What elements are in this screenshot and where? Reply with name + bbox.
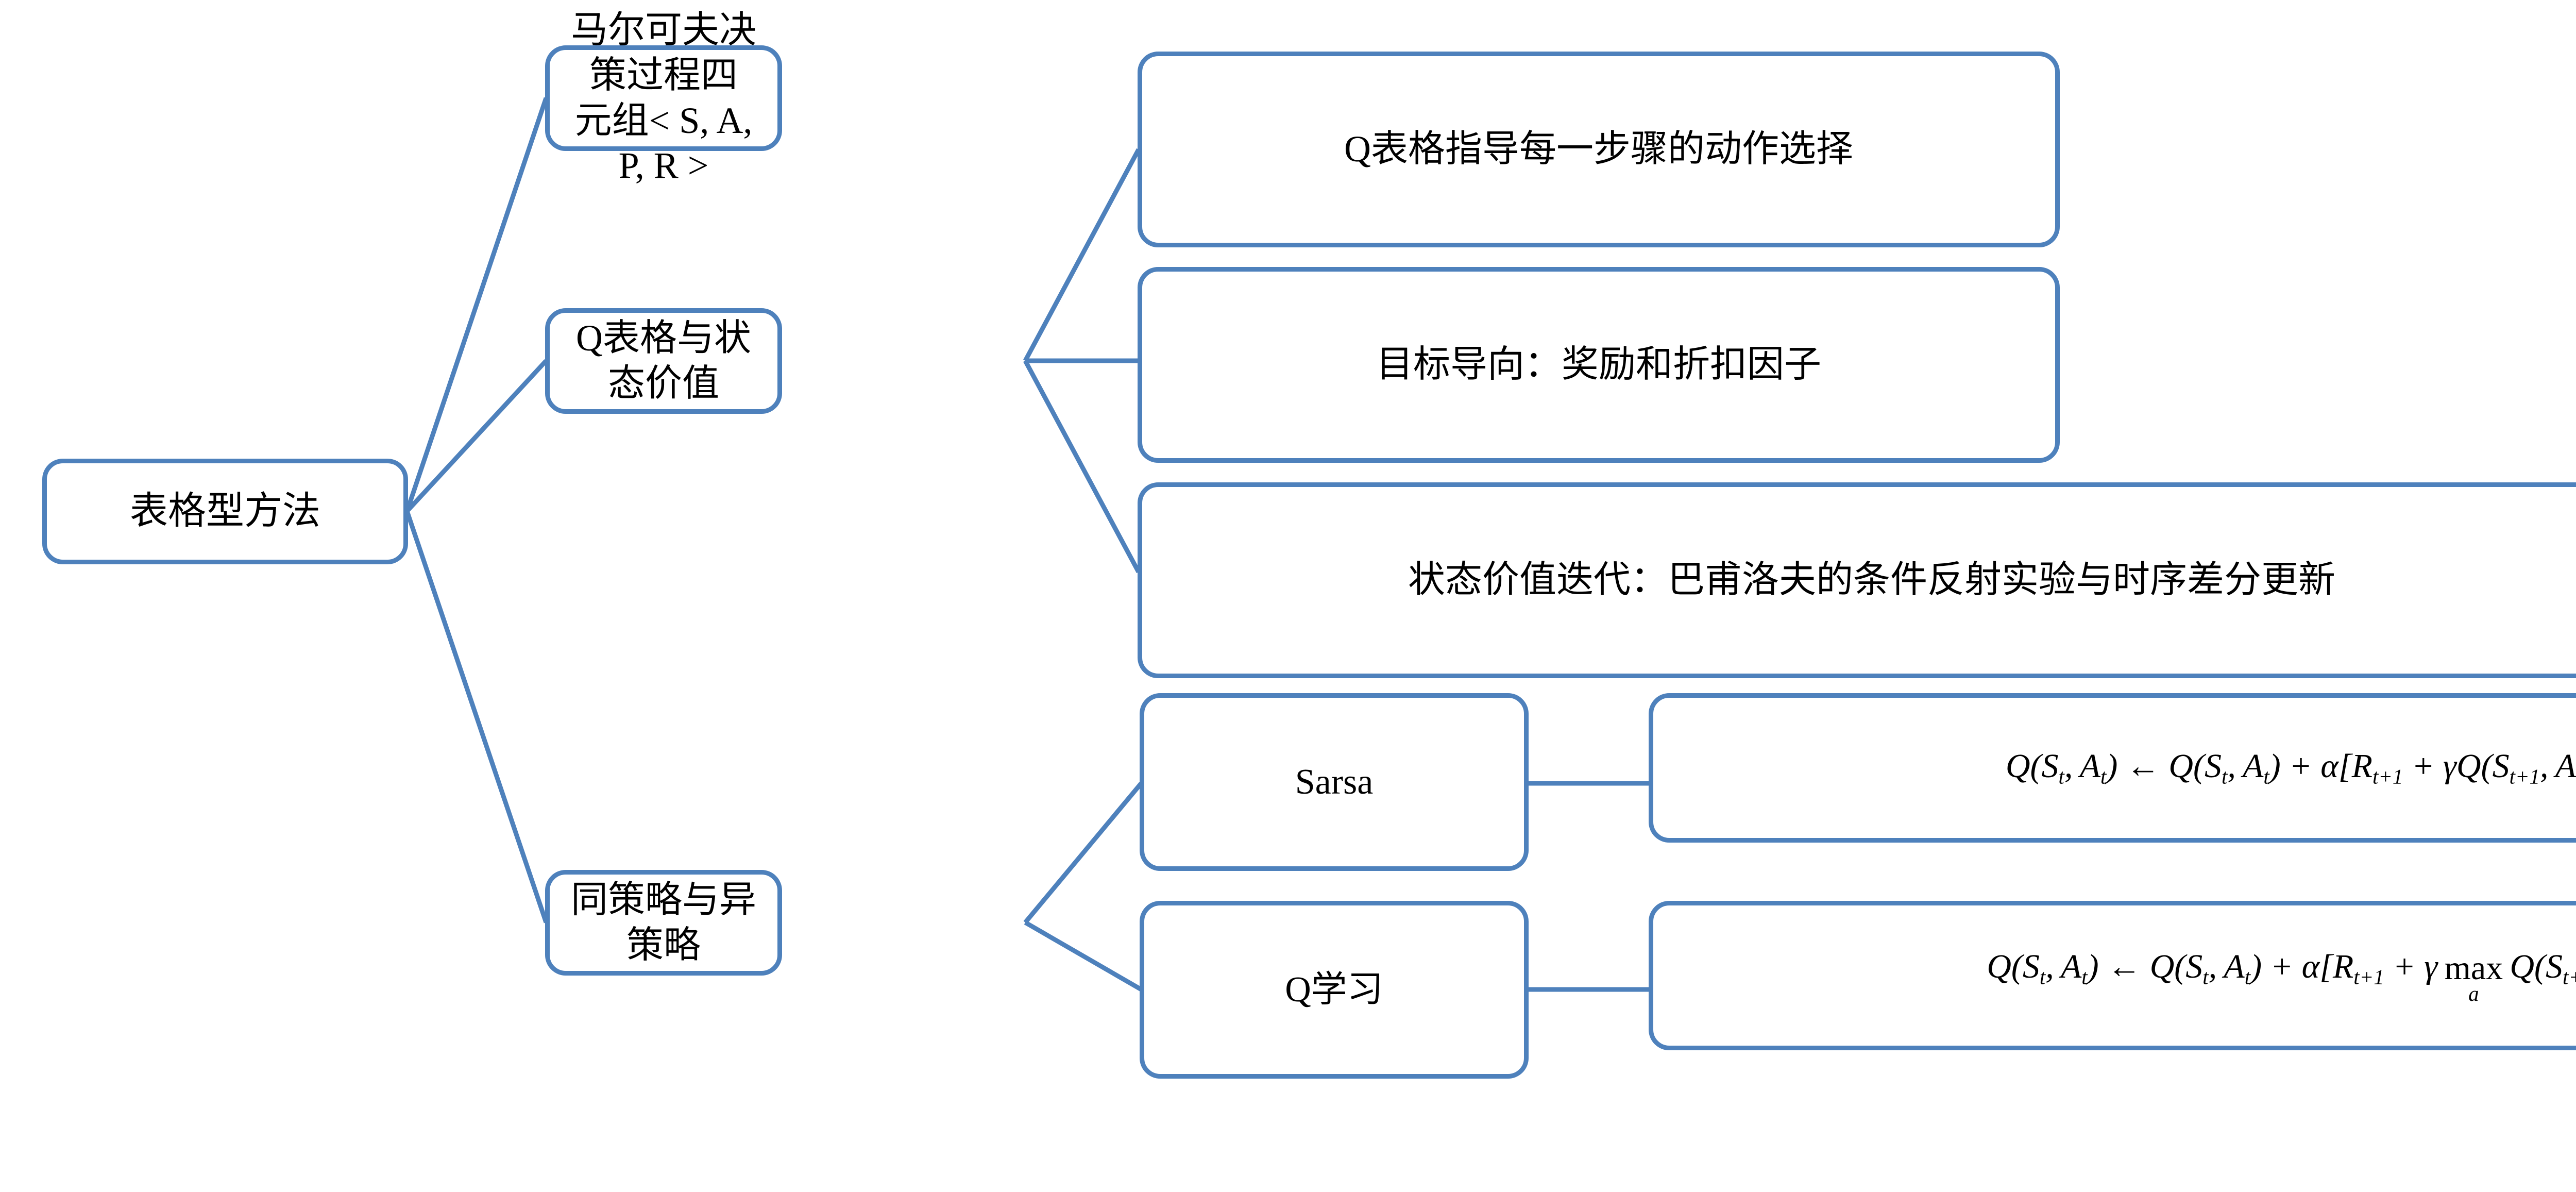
node-q-goal-label: 目标导向：奖励和折扣因子 [1376, 344, 1821, 385]
link-qtable-iter [1023, 359, 1141, 574]
node-sarsa-label: Sarsa [1295, 762, 1374, 802]
node-root-label: 表格型方法 [130, 490, 320, 533]
sarsa-formula-text: Q(St, At) ← Q(St, At) + α[Rt+1 + γQ(St+1… [2005, 747, 2576, 788]
link-policy-sarsa [1023, 782, 1143, 924]
link-root-policy [404, 510, 549, 924]
link-root-mdp [404, 97, 549, 512]
node-root[interactable]: 表格型方法 [42, 459, 408, 564]
node-q-guide[interactable]: Q表格指导每一步骤的动作选择 [1138, 52, 2060, 247]
node-qtable-label: Q表格与状态价值 [576, 317, 751, 404]
node-sarsa[interactable]: Sarsa [1140, 693, 1529, 871]
node-qlearn-label: Q学习 [1285, 969, 1383, 1010]
node-qtable[interactable]: Q表格与状态价值 [545, 308, 782, 414]
node-q-goal[interactable]: 目标导向：奖励和折扣因子 [1138, 267, 2060, 463]
node-q-iter-label: 状态价值迭代：巴甫洛夫的条件反射实验与时序差分更新 [1408, 559, 2335, 601]
node-q-iter[interactable]: 状态价值迭代：巴甫洛夫的条件反射实验与时序差分更新 [1138, 482, 2576, 678]
node-policy[interactable]: 同策略与异策略 [545, 870, 782, 976]
node-qlearn[interactable]: Q学习 [1140, 901, 1529, 1079]
node-policy-label: 同策略与异策略 [570, 879, 756, 966]
node-q-guide-label: Q表格指导每一步骤的动作选择 [1344, 128, 1853, 170]
link-qtable-guide [1023, 148, 1141, 362]
node-sarsa-formula[interactable]: Q(St, At) ← Q(St, At) + α[Rt+1 + γQ(St+1… [1649, 693, 2576, 843]
link-policy-qlearn [1024, 920, 1143, 992]
node-mdp[interactable]: 马尔可夫决策过程四 元组< S, A, P, R > [545, 9, 782, 186]
node-mdp-label: 马尔可夫决策过程四 元组< S, A, P, R > [570, 9, 756, 187]
link-root-qtable [405, 359, 548, 513]
